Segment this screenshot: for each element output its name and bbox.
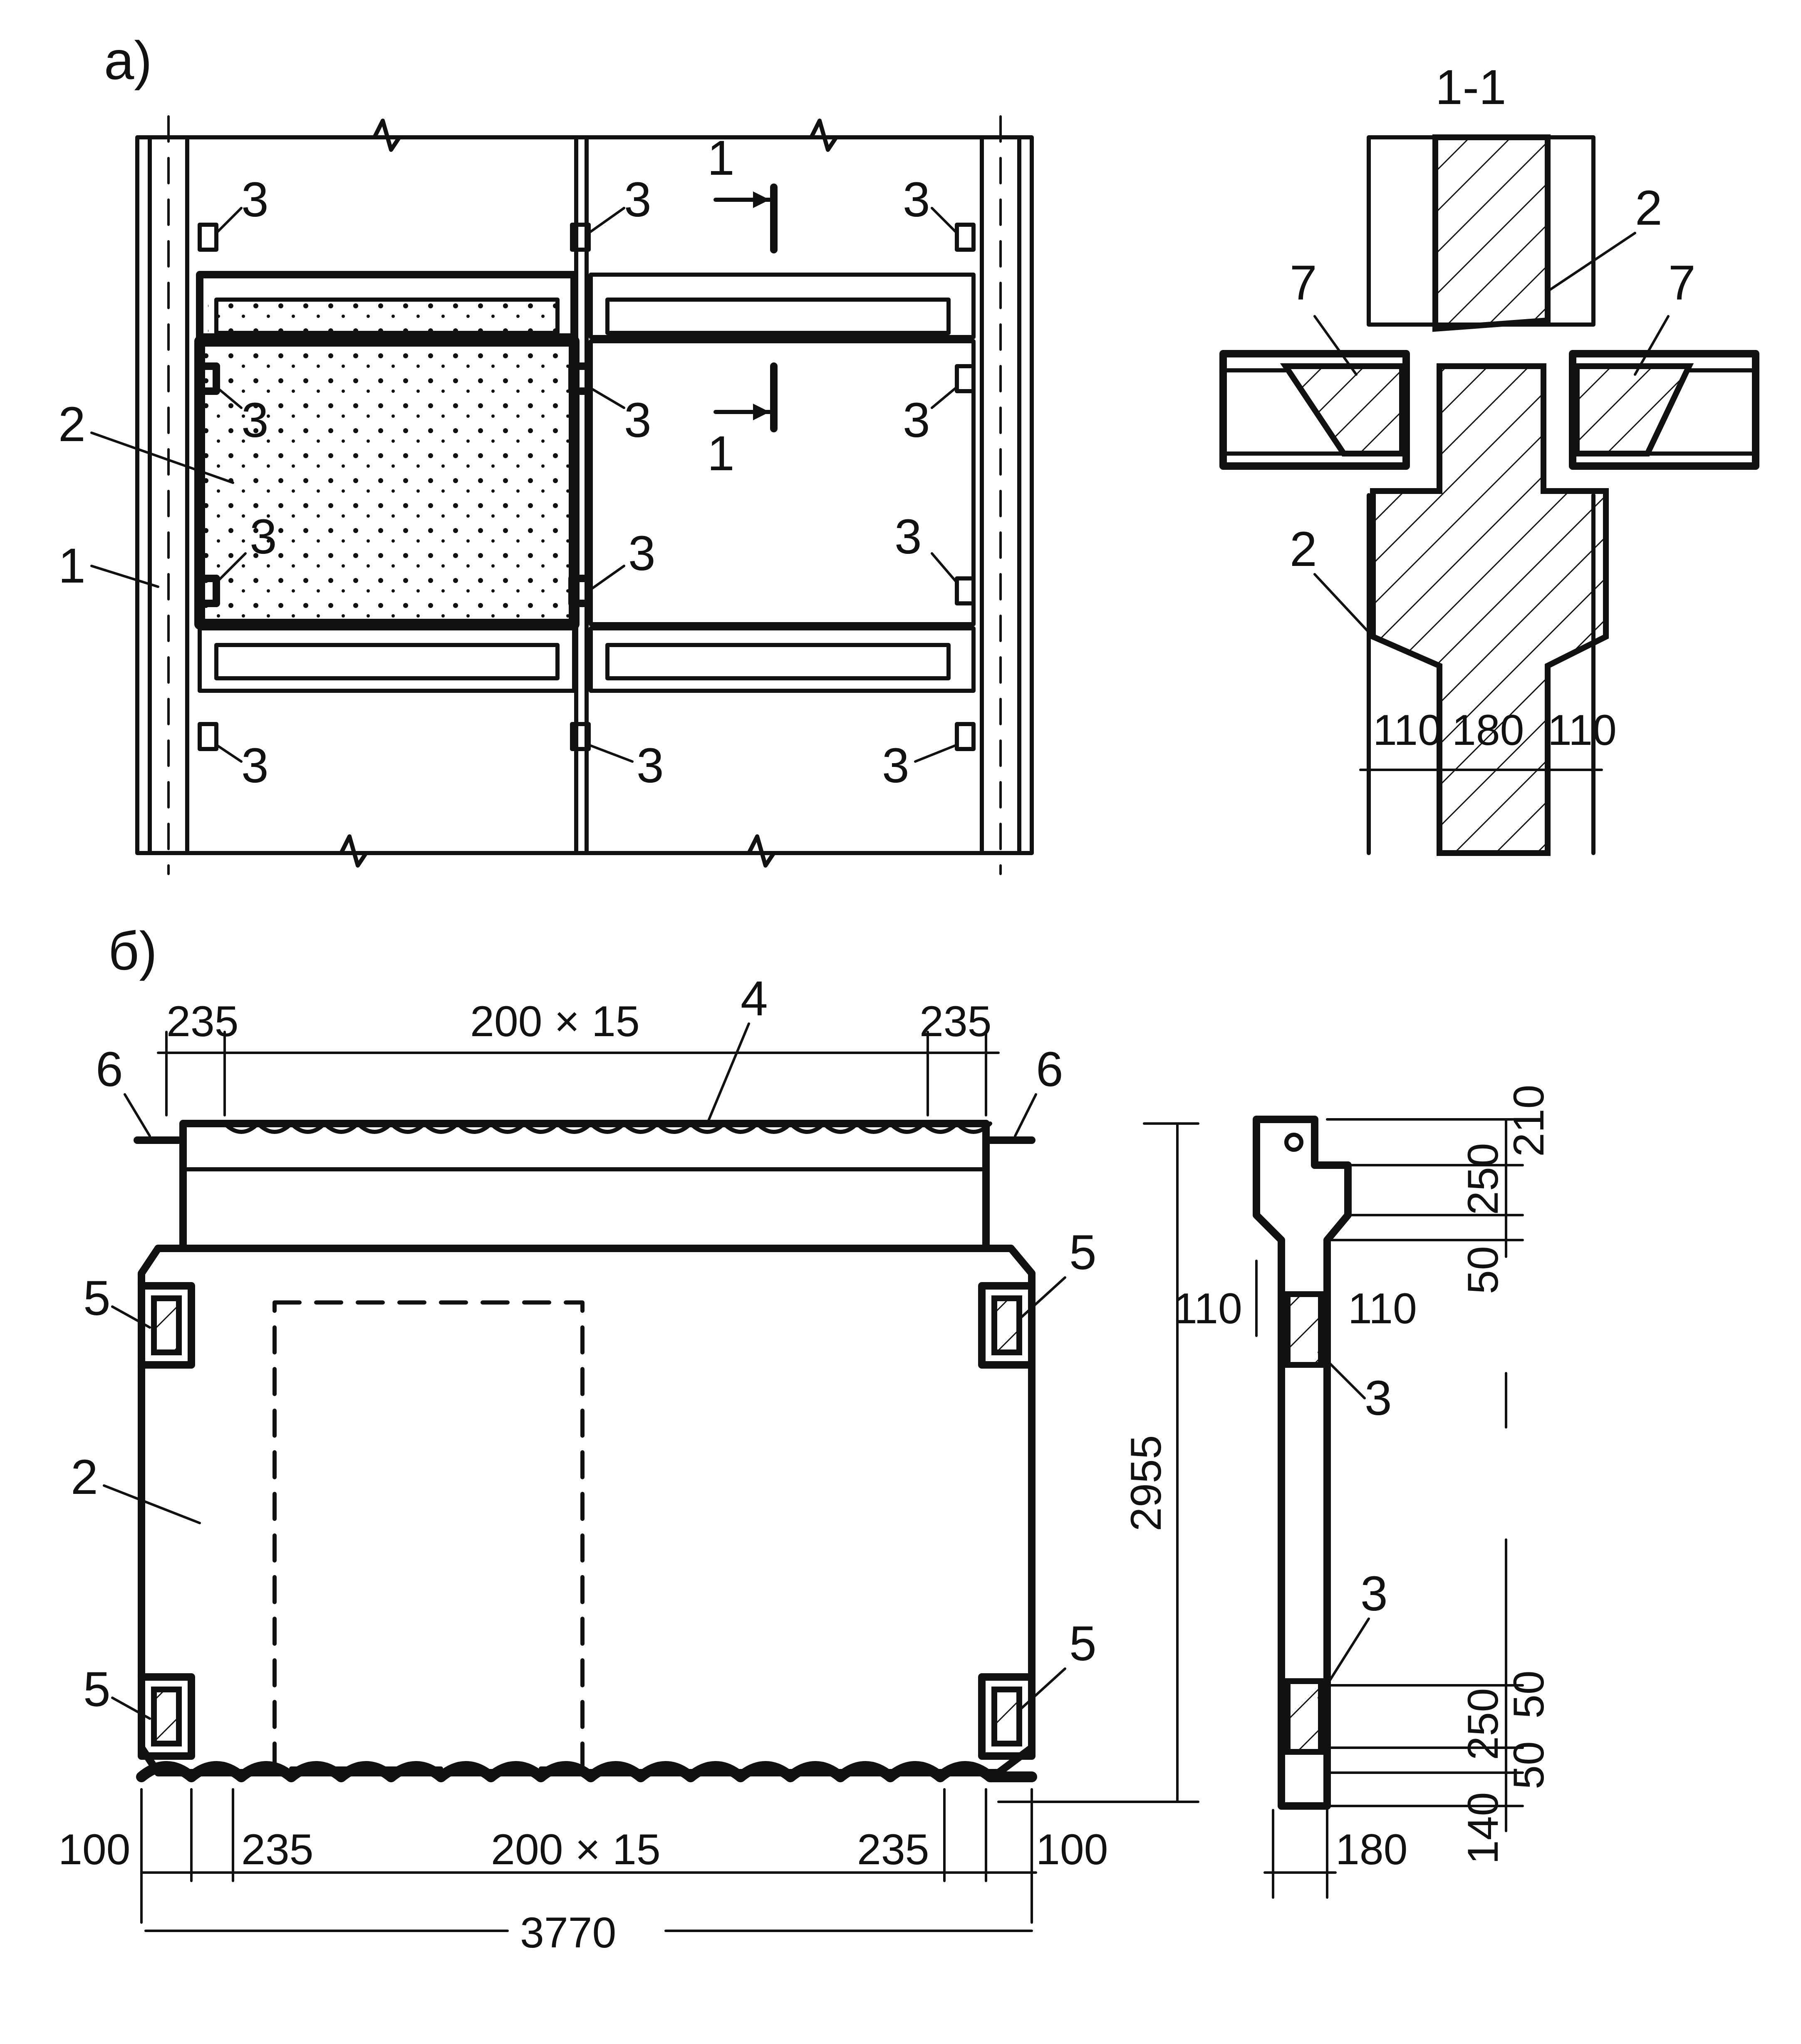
callout-4: 4 — [741, 971, 768, 1026]
lifting-hole — [1284, 1133, 1303, 1152]
top-left-spandrel — [196, 271, 578, 341]
highlighted-wall-panel — [194, 336, 580, 630]
callout-3-g: 3 — [250, 509, 277, 564]
dim-side-110-left: 110 — [1173, 1285, 1242, 1333]
break-mark-top-left — [372, 119, 401, 152]
section-mark-top-label: 1 — [707, 131, 735, 186]
bottom-right-spandrel — [589, 626, 976, 693]
dim-top-235-right: 235 — [919, 997, 992, 1046]
section-dimensions: 110 180 110 — [1359, 706, 1617, 771]
callout-3-i: 3 — [894, 509, 922, 564]
dim-side-50-b: 50 — [1505, 1741, 1553, 1789]
bottom-left-spandrel — [198, 626, 576, 693]
dim-overall-3770: 3770 — [520, 1909, 616, 1957]
dim-side-140: 140 — [1459, 1792, 1507, 1864]
callout-3-d: 3 — [241, 393, 269, 448]
break-mark-bottom-left — [339, 834, 368, 868]
callout-3-b: 3 — [624, 172, 652, 227]
part-b-elevation: б) 6 6 — [58, 920, 1199, 1957]
callout-3-c: 3 — [903, 172, 930, 227]
callout-6-left: 6 — [96, 1042, 123, 1097]
bracket-marks — [196, 223, 976, 751]
top-right-spandrel — [589, 273, 976, 339]
side-110-dims: 110 110 — [1173, 1260, 1417, 1337]
dim-side-210: 210 — [1505, 1084, 1553, 1157]
callout-3-l: 3 — [882, 738, 909, 793]
side-right-dims: 210 250 50 50 250 50 140 — [1326, 1084, 1553, 1864]
dim-bottom-middle: 200 × 15 — [491, 1826, 661, 1874]
dim-side-110-right: 110 — [1348, 1285, 1417, 1333]
side-profile — [1253, 1116, 1352, 1810]
dim-top-middle: 200 × 15 — [470, 997, 640, 1046]
callout-2-b: 2 — [71, 1450, 98, 1505]
section-title: 1-1 — [1435, 60, 1506, 115]
top-beam — [179, 1120, 992, 1252]
callout-5-tl: 5 — [83, 1271, 111, 1326]
sec-dim-110-left: 110 — [1373, 706, 1442, 754]
right-wall-panel — [589, 339, 976, 626]
part-a-callouts: 3 3 3 3 3 3 3 3 3 3 3 3 2 1 — [58, 172, 958, 793]
side-180-dim: 180 — [1263, 1809, 1408, 1899]
callout-1-a: 1 — [58, 538, 86, 593]
callout-7-left: 7 — [1290, 256, 1317, 310]
dim-bottom-235-right: 235 — [857, 1826, 929, 1874]
part-b-callouts: 6 6 4 5 5 5 5 2 — [71, 971, 1097, 1720]
top-dimension-chain: 235 200 × 15 235 — [157, 997, 1000, 1116]
break-mark-top-right — [809, 119, 838, 152]
section-mark-bottom-label: 1 — [707, 426, 735, 481]
callout-2-a: 2 — [58, 397, 86, 452]
callout-6-right: 6 — [1036, 1042, 1063, 1097]
callout-2-sec-top: 2 — [1635, 181, 1662, 236]
left-column — [148, 115, 189, 875]
sec-dim-180: 180 — [1452, 706, 1524, 754]
right-column — [980, 115, 1021, 875]
section-1-1: 1-1 110 180 110 2 — [1219, 60, 1759, 856]
left-floor-slab — [1219, 350, 1410, 470]
dim-side-50-a: 50 — [1505, 1670, 1553, 1719]
dim-bottom-100-right: 100 — [1036, 1826, 1108, 1874]
main-panel-body — [136, 1245, 1037, 1782]
dim-side-250-top: 250 — [1459, 1143, 1507, 1215]
leader-3-side-bottom — [1318, 1617, 1370, 1699]
dim-bottom-100-left: 100 — [58, 1826, 131, 1874]
callout-5-tr: 5 — [1069, 1225, 1097, 1280]
callout-7-right: 7 — [1668, 256, 1696, 310]
callout-3-e: 3 — [624, 393, 652, 448]
section-mark-bottom: 1 — [707, 362, 778, 481]
door-opening-outline — [273, 1300, 585, 1771]
part-a-plan: а) — [58, 30, 1034, 875]
part-b-label: б) — [108, 920, 157, 981]
callout-3-a: 3 — [241, 172, 269, 227]
break-mark-bottom-right — [747, 834, 776, 868]
part-a-label: а) — [104, 30, 152, 91]
callout-3-f: 3 — [903, 393, 930, 448]
section-mark-top: 1 — [707, 131, 778, 253]
right-floor-slab — [1569, 350, 1759, 470]
side-view: 210 250 50 50 250 50 140 110 110 180 3 3 — [1173, 1084, 1553, 1899]
dim-top-235-left: 235 — [166, 997, 239, 1046]
dim-side-250-bottom: 250 — [1459, 1688, 1507, 1760]
dim-side-50-top: 50 — [1459, 1246, 1507, 1294]
leader-3-side-top — [1318, 1351, 1366, 1399]
dim-side-180: 180 — [1335, 1826, 1408, 1874]
callout-3-j: 3 — [241, 738, 269, 793]
callout-5-br: 5 — [1069, 1616, 1097, 1671]
dim-height-2955: 2955 — [1122, 1435, 1170, 1531]
dim-bottom-235-left: 235 — [241, 1826, 314, 1874]
callout-3-k: 3 — [637, 738, 664, 793]
callout-2-sec-bottom: 2 — [1290, 522, 1317, 577]
recesses — [138, 1282, 1036, 1760]
callout-3-h: 3 — [628, 526, 656, 581]
callout-5-bl: 5 — [83, 1662, 111, 1717]
upper-panel-section — [1432, 134, 1551, 332]
section-callouts: 2 7 7 2 — [1290, 181, 1696, 638]
callout-3-side-top: 3 — [1365, 1371, 1392, 1426]
callout-3-side-bottom: 3 — [1360, 1566, 1388, 1621]
side-recess-top — [1285, 1291, 1324, 1368]
bottom-dimension-chain: 100 235 200 × 15 235 100 3770 — [58, 1788, 1108, 1957]
sec-dim-110-right: 110 — [1548, 706, 1617, 754]
lower-panel-section — [1370, 363, 1609, 856]
side-recess-bottom — [1285, 1678, 1324, 1755]
